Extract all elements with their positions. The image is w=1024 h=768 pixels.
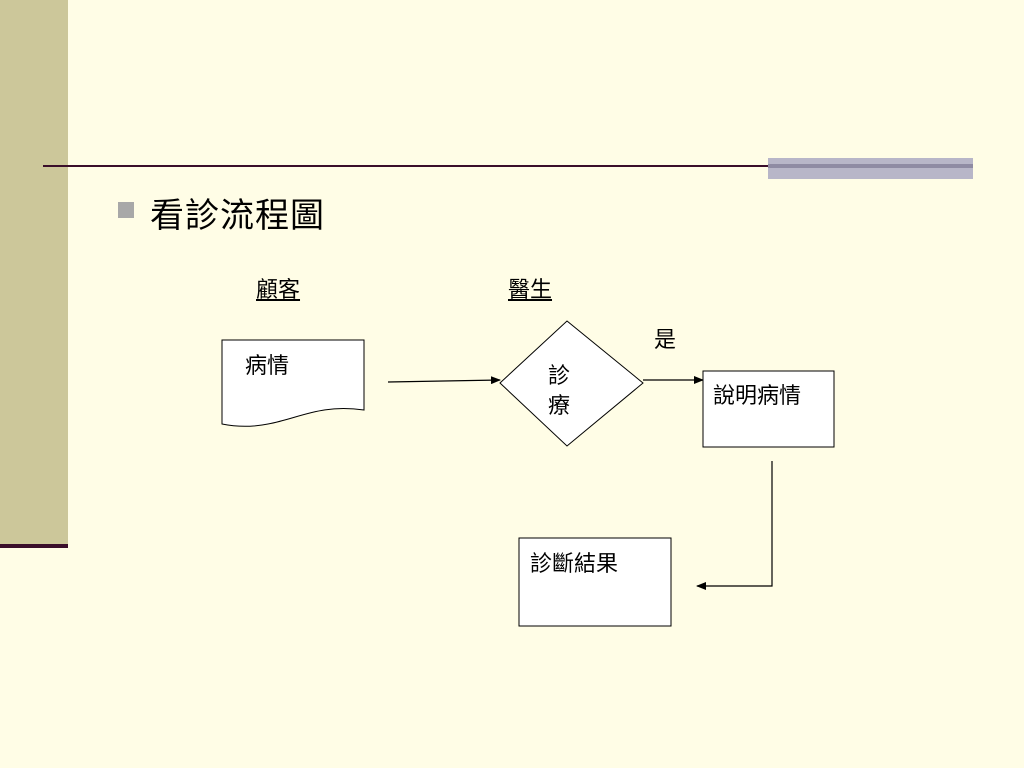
- header-rule: [43, 165, 973, 167]
- left-decor-band: [0, 0, 68, 546]
- arrow-condition-to-diagnosis: [387, 376, 501, 385]
- connector-explain-to-result: [696, 461, 773, 590]
- left-decor-band-edge: [0, 544, 68, 548]
- decision-diamond: [499, 320, 644, 447]
- node-diagnosis-label-bottom: 療: [547, 394, 570, 419]
- node-condition-label: 病情: [245, 354, 290, 379]
- node-diagnosis-label-top: 診: [547, 364, 570, 389]
- lane-label-customer: 顧客: [256, 278, 301, 303]
- document-shape: [221, 339, 365, 427]
- edge-label-yes: 是: [654, 328, 677, 353]
- header-rule-accent-line: [768, 164, 973, 168]
- node-explain-label: 說明病情: [713, 384, 802, 409]
- lane-label-doctor: 醫生: [508, 278, 553, 303]
- bullet-square-icon: [118, 202, 134, 218]
- slide-title: 看診流程圖: [150, 196, 325, 236]
- header-rule-accent: [768, 158, 973, 179]
- process-box-explain: [702, 370, 835, 448]
- process-box-result: [518, 537, 672, 627]
- node-result-label: 診斷結果: [530, 552, 619, 577]
